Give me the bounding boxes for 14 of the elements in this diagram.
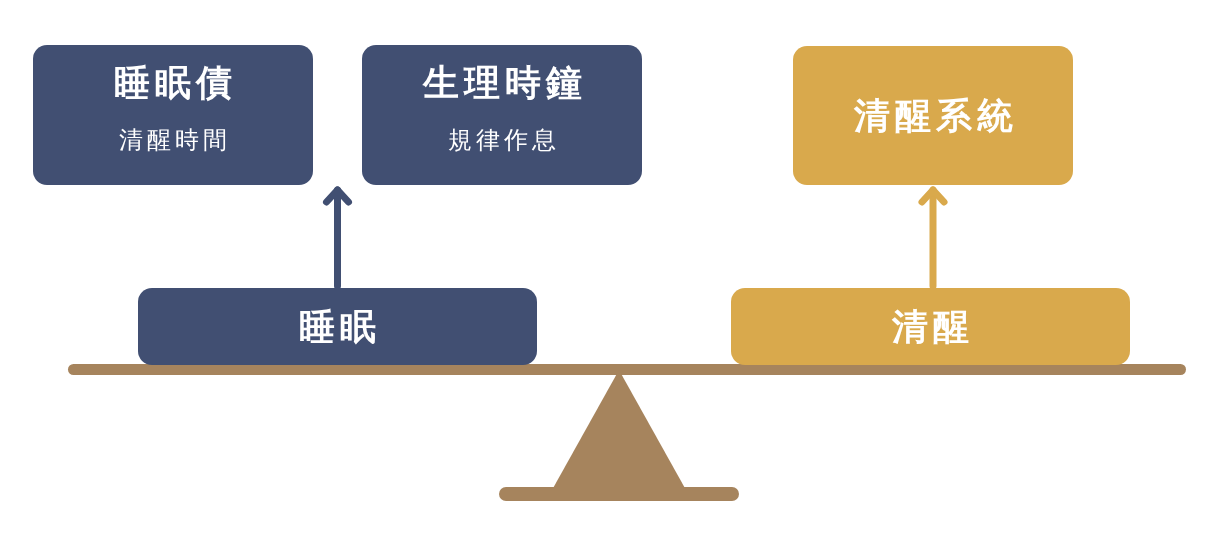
card-title: 清醒 [891,304,974,349]
card-title: 睡眠債 [113,61,237,105]
seesaw-block [138,288,537,365]
concept-card [793,46,1073,185]
concept-card [362,45,642,185]
arrow [918,186,948,290]
card-subtitle: 規律作息 [447,125,560,155]
arrow [323,186,352,290]
card-subtitle: 清醒時間 [118,125,231,155]
card-title: 清醒系統 [852,93,1018,138]
card-title: 睡眠 [298,304,381,349]
card-title: 生理時鐘 [421,61,587,105]
concept-card [33,45,313,185]
seesaw-block [731,288,1130,365]
